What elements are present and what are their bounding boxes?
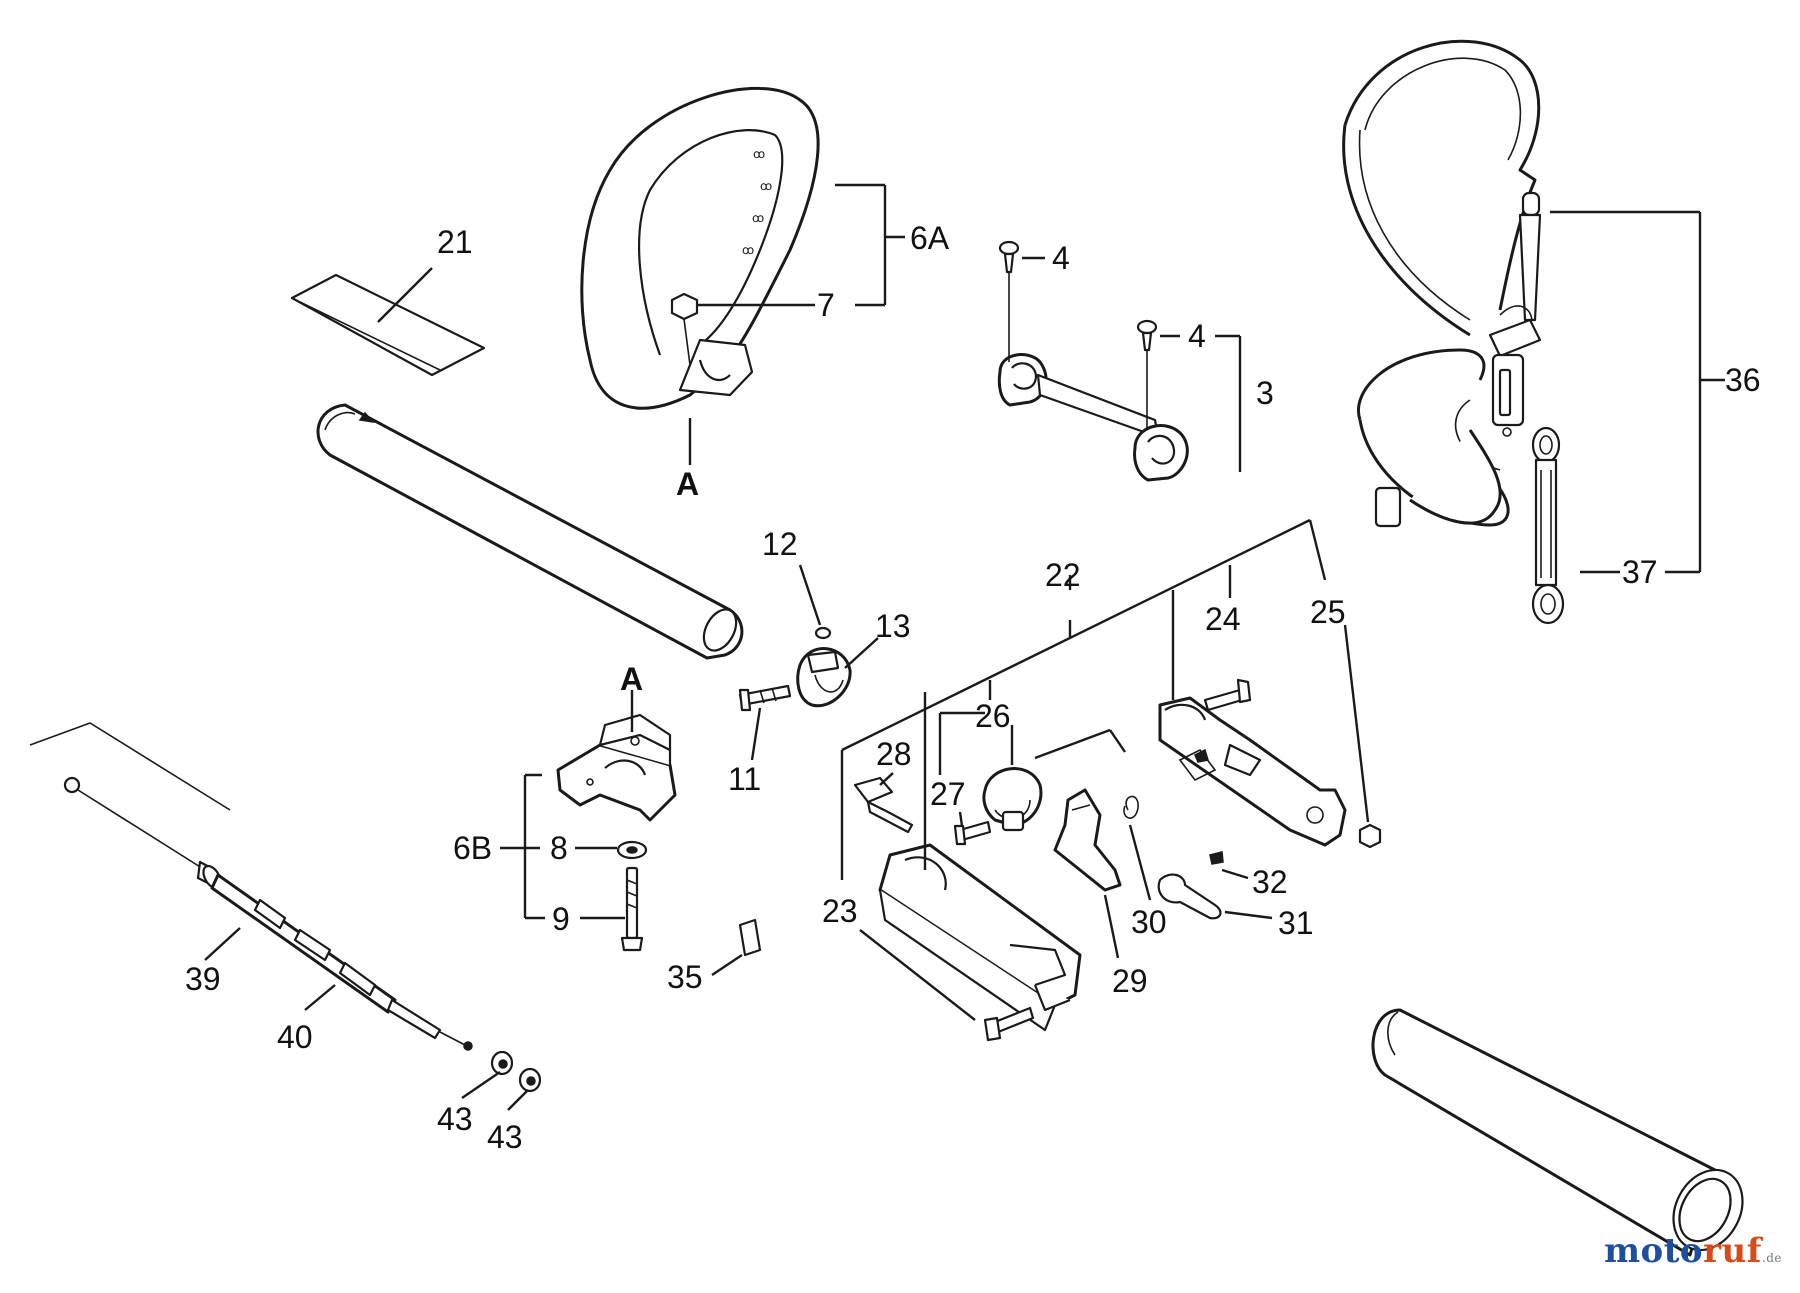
label-21: 21 (437, 224, 473, 260)
part-43-adjust-nut-1 (490, 1050, 514, 1076)
watermark-text-a: moto (1604, 1231, 1704, 1271)
label-37: 37 (1622, 554, 1658, 590)
label-28: 28 (876, 736, 912, 772)
part-3-bracket (997, 353, 1189, 482)
label-24: 24 (1205, 601, 1241, 637)
label-13: 13 (875, 608, 911, 644)
part-12-nut (814, 626, 832, 640)
label-27: 27 (930, 776, 966, 812)
label-32: 32 (1252, 864, 1288, 900)
part-8-washer (616, 840, 648, 860)
label-4-upper: 4 (1052, 240, 1070, 276)
part-39-40-throttle-cable (29, 722, 473, 1051)
part-6b-handle-block (556, 713, 677, 822)
label-35: 35 (667, 959, 703, 995)
part-32-pin (1209, 851, 1224, 865)
leader-lines (204, 183, 1725, 1111)
svg-text:ꝏ: ꝏ (742, 243, 754, 257)
part-43-adjust-nut-2 (518, 1067, 542, 1093)
part-28-switch (853, 776, 914, 834)
label-43-b: 43 (487, 1119, 523, 1155)
part-31-lever (1157, 873, 1222, 920)
label-8: 8 (550, 830, 568, 866)
label-12: 12 (762, 526, 798, 562)
part-29-throttle-trigger (1053, 788, 1122, 892)
label-43-a: 43 (437, 1101, 473, 1137)
part-9-bolt (620, 866, 644, 952)
label-39: 39 (185, 961, 221, 997)
label-25: 25 (1310, 594, 1346, 630)
label-3: 3 (1256, 375, 1274, 411)
label-4-lower: 4 (1188, 318, 1206, 354)
part-4-bolt-upper (998, 240, 1020, 362)
part-24-screw (1203, 678, 1252, 712)
label-30: 30 (1131, 904, 1167, 940)
handle-grip-marks: ꝏ ꝏ ꝏ ꝏ (742, 147, 772, 257)
label-ref-a-handle: A (676, 466, 699, 502)
label-9: 9 (552, 901, 570, 937)
label-23: 23 (822, 893, 858, 929)
label-ref-a-block: A (620, 661, 643, 697)
svg-text:ꝏ: ꝏ (752, 211, 764, 225)
part-27-screw (953, 820, 992, 846)
part-6a-loop-handle: ꝏ ꝏ ꝏ ꝏ (580, 86, 820, 410)
label-26: 26 (975, 698, 1011, 734)
part-23-screw (983, 1006, 1035, 1042)
part-35-small-label (738, 918, 762, 957)
label-11: 11 (728, 761, 761, 797)
watermark-suffix: .de (1761, 1251, 1782, 1265)
shaft-tube-upper (316, 403, 744, 660)
part-36-harness (1342, 39, 1542, 528)
part-37-snap-hook (1531, 426, 1565, 625)
label-6b: 6B (453, 830, 492, 866)
part-25-nut (1358, 823, 1382, 849)
label-22: 22 (1045, 557, 1081, 593)
part-13-clamp (796, 647, 852, 708)
part-11-bolt (738, 684, 792, 712)
part-21-label-sticker (290, 273, 486, 377)
part-24-housing-half (1158, 696, 1347, 847)
svg-text:ꝏ: ꝏ (760, 179, 772, 193)
part-23-housing-half (878, 843, 1082, 1032)
svg-text:ꝏ: ꝏ (753, 147, 765, 161)
label-36: 36 (1725, 362, 1761, 398)
part-7-nut (670, 292, 699, 366)
part-26-collar (982, 767, 1043, 832)
label-7: 7 (817, 287, 835, 323)
watermark-logo: motoruf.de (1604, 1231, 1782, 1271)
label-29: 29 (1112, 963, 1148, 999)
label-40: 40 (277, 1019, 313, 1055)
label-6a: 6A (910, 220, 950, 256)
shaft-tube-lower (1371, 1008, 1744, 1257)
callout-labels: 21 6A 7 A 4 4 3 36 37 12 13 11 A 6B 8 9 … (185, 220, 1761, 1155)
label-31: 31 (1278, 905, 1314, 941)
part-4-bolt-lower (1136, 319, 1158, 430)
watermark-text-b: ruf (1703, 1231, 1762, 1271)
part-30-spring (1123, 795, 1139, 819)
